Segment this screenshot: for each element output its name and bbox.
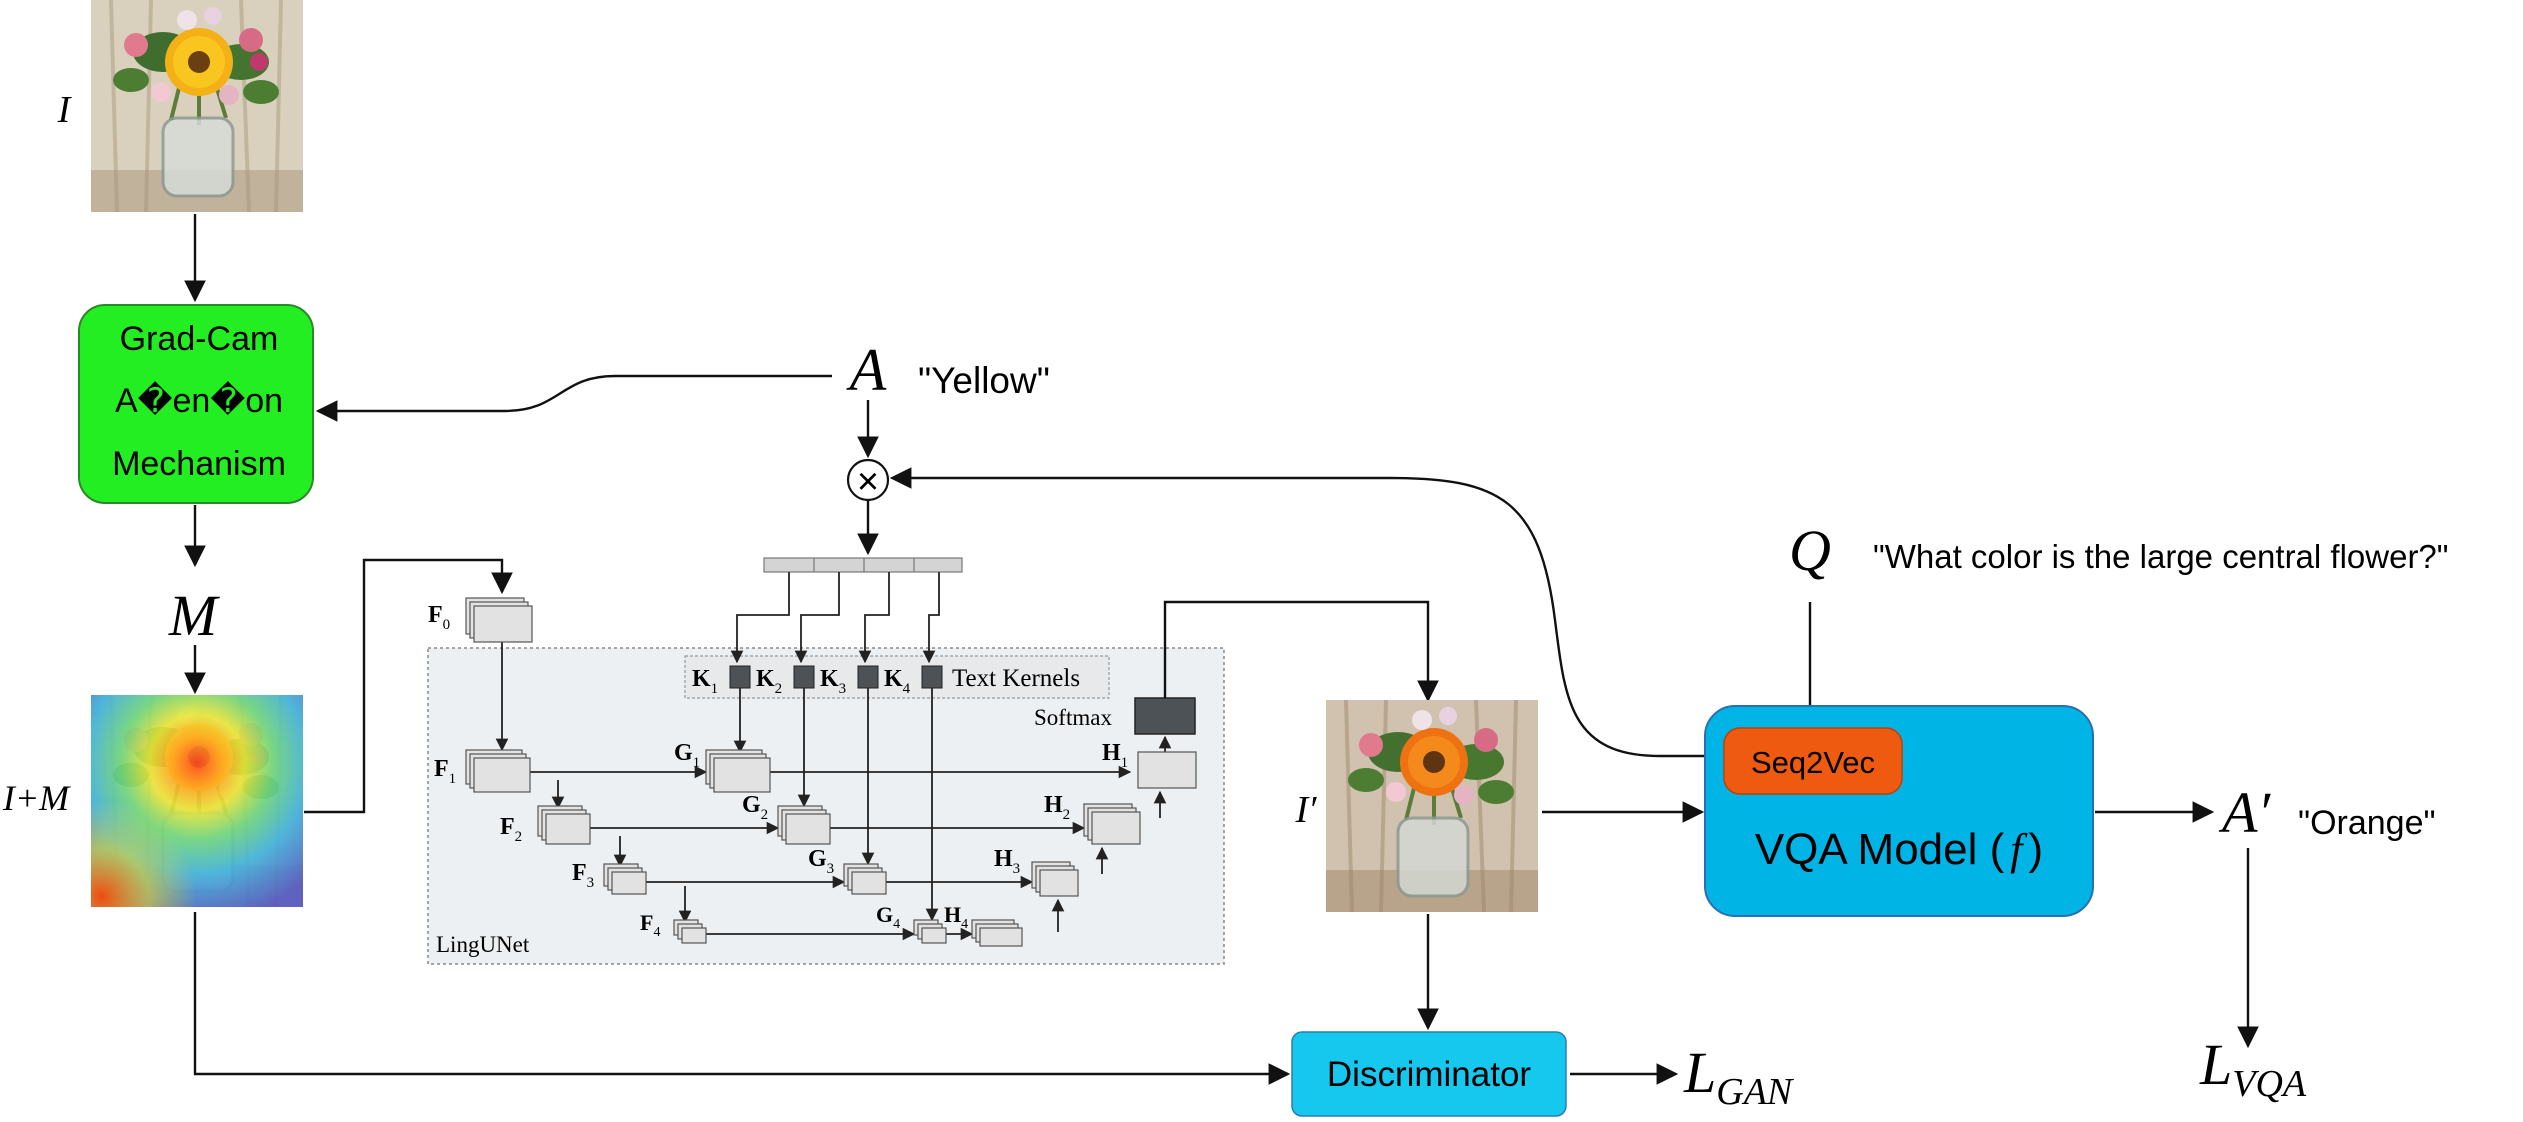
edited-answer-quote: "Orange" (2298, 804, 2436, 842)
vqa-model-close: ) (2029, 825, 2044, 874)
edited-image (1324, 698, 1540, 914)
arrow-softmax-to-edited-image (1163, 600, 1439, 703)
vqa-model-text: VQA Model ( (1755, 825, 2005, 874)
mask-symbol: M (168, 583, 220, 648)
kernel-block-4 (921, 665, 943, 689)
label-f2: F2 (500, 814, 522, 845)
block-f1 (465, 749, 531, 793)
discriminator-label: Discriminator (1327, 1055, 1532, 1094)
block-f0 (465, 597, 533, 643)
masked-image (89, 693, 305, 909)
label-f1: F1 (434, 756, 456, 787)
loss-vqa-base: L (2199, 1032, 2232, 1097)
discriminator-box (1291, 1031, 1567, 1117)
block-h4 (971, 919, 1023, 947)
kernel-block-2 (793, 665, 815, 689)
gradcam-line1: Grad-Cam (120, 320, 279, 358)
vqa-model-label: VQA Model (f) (1755, 825, 2043, 874)
label-h2: H2 (1044, 792, 1070, 823)
arrow-answer-to-gradcam (315, 374, 832, 422)
gradcam-box (78, 304, 314, 504)
kernel-block-1 (729, 665, 751, 689)
answer-symbol: A (846, 337, 887, 403)
seq2vec-box (1723, 727, 1903, 795)
label-k4: K4 (884, 666, 911, 697)
label-g2: G2 (742, 792, 768, 823)
text-kernels-box (684, 655, 1110, 699)
gradcam-line2: A�en�on (115, 381, 283, 420)
input-image-label: I (57, 89, 73, 131)
label-h1: H1 (1102, 740, 1128, 771)
block-h3 (1031, 861, 1079, 897)
label-g3: G3 (808, 846, 834, 877)
text-kernels-label: Text Kernels (952, 665, 1080, 692)
question-symbol: Q (1789, 518, 1831, 583)
softmax-label: Softmax (1034, 705, 1112, 730)
seq2vec-label: Seq2Vec (1751, 745, 1875, 780)
loss-vqa-sub: VQA (2232, 1063, 2307, 1105)
block-h2 (1083, 803, 1141, 845)
block-g3 (843, 863, 887, 895)
input-image (89, 0, 305, 214)
answer-quote: "Yellow" (918, 360, 1050, 401)
loss-gan: LGAN (1683, 1040, 1795, 1113)
masked-image-label: I+M (2, 778, 71, 818)
loss-gan-base: L (1683, 1040, 1716, 1105)
label-k3: K3 (820, 666, 846, 697)
label-h4: H4 (944, 902, 968, 932)
question-quote: "What color is the large central flower?… (1873, 538, 2449, 575)
gradcam-line3: Mechanism (112, 445, 286, 483)
loss-vqa: LVQA (2199, 1032, 2307, 1105)
block-f2 (537, 805, 591, 845)
block-g4 (913, 919, 947, 944)
edited-answer-symbol: A′ (2218, 780, 2271, 845)
lingunet-name: LingUNet (436, 932, 530, 957)
block-f4 (673, 919, 707, 944)
softmax-block (1134, 697, 1196, 735)
edited-image-label: I′ (1295, 789, 1318, 831)
block-g1 (705, 749, 771, 793)
label-f0: F0 (428, 602, 450, 633)
label-h3: H3 (994, 846, 1020, 877)
arrow-masked-to-discriminator (193, 912, 1291, 1085)
arrow-masked-to-lingunet (304, 558, 513, 814)
multiply-symbol: × (857, 461, 879, 503)
loss-gan-sub: GAN (1716, 1071, 1795, 1113)
label-k2: K2 (756, 666, 782, 697)
text-vector (763, 557, 963, 573)
arrow-seq2vec-to-multiply (889, 467, 1727, 758)
block-f3 (603, 863, 647, 895)
kernel-block-3 (857, 665, 879, 689)
label-f3: F3 (572, 860, 594, 891)
label-f4: F4 (640, 910, 660, 940)
lingunet: LingUNet Text Kernels Softmax F0F1F2F3F4… (427, 557, 1225, 965)
block-g2 (777, 805, 831, 845)
label-k1: K1 (692, 666, 718, 697)
block-h1 (1137, 751, 1197, 789)
label-g4: G4 (876, 902, 900, 932)
label-g1: G1 (674, 740, 700, 771)
